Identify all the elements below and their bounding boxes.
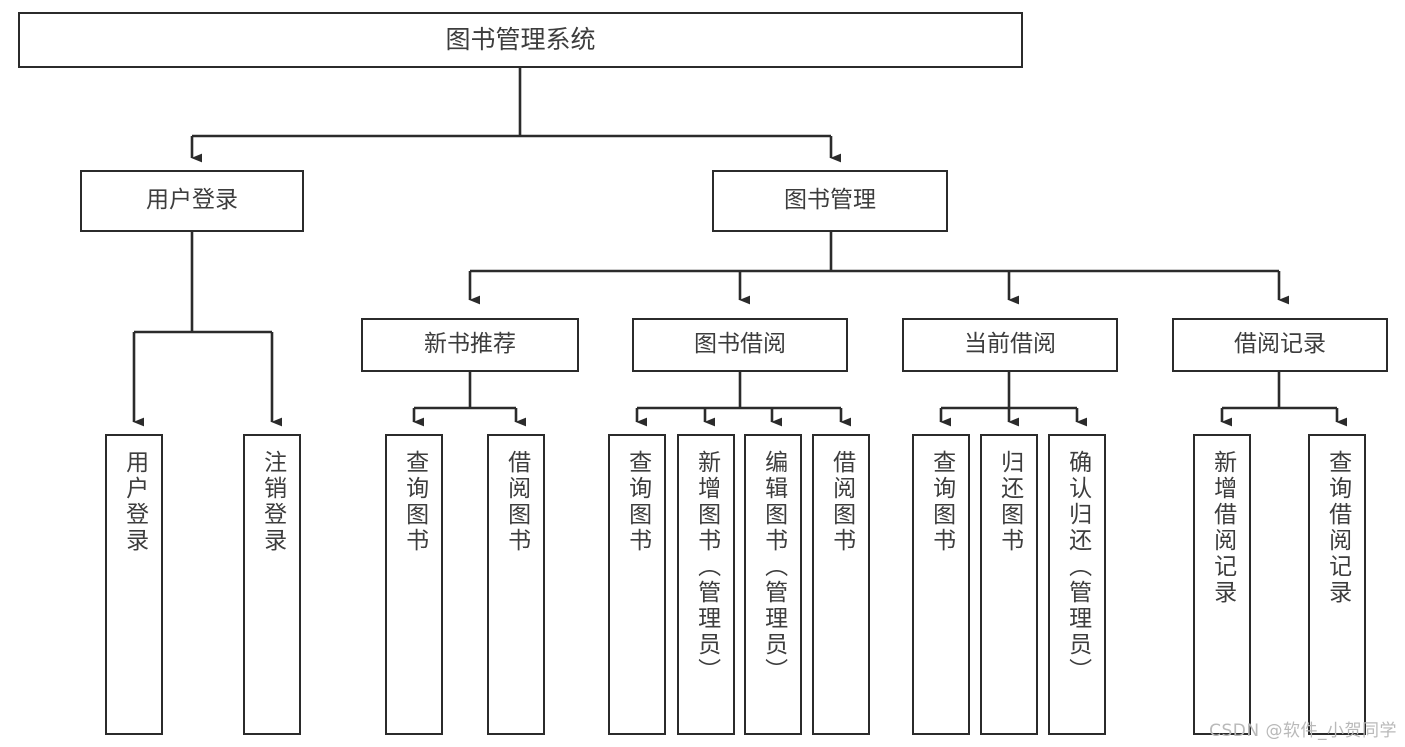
node-current-borrow-label: 当前借阅 xyxy=(964,331,1056,358)
node-leaf-add-record[interactable]: 新增借阅记录 xyxy=(1193,434,1251,735)
node-book-borrow[interactable]: 图书借阅 xyxy=(632,318,848,372)
node-new-book-recommend-label: 新书推荐 xyxy=(424,331,516,358)
node-leaf-edit-book-label: 编辑图书（管理员） xyxy=(760,450,787,684)
node-book-management[interactable]: 图书管理 xyxy=(712,170,948,232)
node-user-login[interactable]: 用户登录 xyxy=(80,170,304,232)
node-leaf-user-logout[interactable]: 注销登录 xyxy=(243,434,301,735)
node-user-login-label: 用户登录 xyxy=(146,187,238,214)
node-leaf-user-login[interactable]: 用户登录 xyxy=(105,434,163,735)
node-leaf-return-book[interactable]: 归还图书 xyxy=(980,434,1038,735)
node-leaf-query-book-a-label: 查询图书 xyxy=(401,450,428,554)
node-leaf-add-record-label: 新增借阅记录 xyxy=(1209,450,1236,606)
node-leaf-query-record-label: 查询借阅记录 xyxy=(1324,450,1351,606)
csdn-watermark: CSDN @软件_小贺同学 xyxy=(1209,721,1397,741)
node-leaf-query-book-c[interactable]: 查询图书 xyxy=(912,434,970,735)
node-leaf-query-book-a[interactable]: 查询图书 xyxy=(385,434,443,735)
node-new-book-recommend[interactable]: 新书推荐 xyxy=(361,318,579,372)
node-leaf-add-book-label: 新增图书（管理员） xyxy=(693,450,720,684)
node-root-system[interactable]: 图书管理系统 xyxy=(18,12,1023,68)
node-leaf-query-book-b[interactable]: 查询图书 xyxy=(608,434,666,735)
node-book-borrow-label: 图书借阅 xyxy=(694,331,786,358)
node-leaf-borrow-book-a-label: 借阅图书 xyxy=(503,450,530,554)
node-leaf-borrow-book-b-label: 借阅图书 xyxy=(828,450,855,554)
node-leaf-borrow-book-a[interactable]: 借阅图书 xyxy=(487,434,545,735)
node-leaf-query-book-b-label: 查询图书 xyxy=(624,450,651,554)
node-leaf-confirm-return[interactable]: 确认归还（管理员） xyxy=(1048,434,1106,735)
node-leaf-confirm-return-label: 确认归还（管理员） xyxy=(1064,450,1091,684)
node-current-borrow[interactable]: 当前借阅 xyxy=(902,318,1118,372)
node-leaf-return-book-label: 归还图书 xyxy=(996,450,1023,554)
node-borrow-record-label: 借阅记录 xyxy=(1234,331,1326,358)
node-leaf-user-logout-label: 注销登录 xyxy=(259,450,286,554)
node-leaf-user-login-label: 用户登录 xyxy=(121,450,148,554)
node-leaf-borrow-book-b[interactable]: 借阅图书 xyxy=(812,434,870,735)
node-leaf-query-record[interactable]: 查询借阅记录 xyxy=(1308,434,1366,735)
node-borrow-record[interactable]: 借阅记录 xyxy=(1172,318,1388,372)
node-leaf-add-book[interactable]: 新增图书（管理员） xyxy=(677,434,735,735)
node-root-system-label: 图书管理系统 xyxy=(445,25,596,55)
node-leaf-query-book-c-label: 查询图书 xyxy=(928,450,955,554)
node-leaf-edit-book[interactable]: 编辑图书（管理员） xyxy=(744,434,802,735)
node-book-management-label: 图书管理 xyxy=(784,187,876,214)
